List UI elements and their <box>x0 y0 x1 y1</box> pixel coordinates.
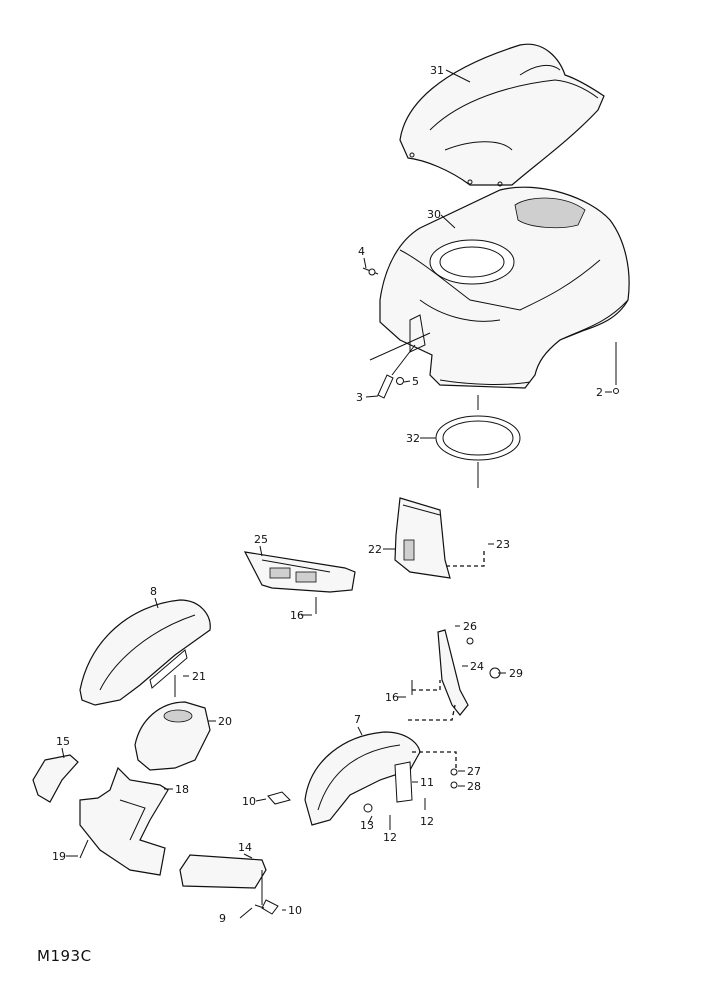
fastener-part-4 <box>362 267 379 276</box>
callout-18: 18 <box>175 783 189 796</box>
clip-part-15 <box>32 754 79 803</box>
panel-part-14 <box>179 854 279 919</box>
top-cover-part-31 <box>399 43 605 187</box>
callout-22: 22 <box>368 543 382 556</box>
callout-10-b: 10 <box>288 904 302 917</box>
pin-part-3 <box>377 374 404 399</box>
callout-28: 28 <box>467 780 481 793</box>
tray-part-25 <box>243 551 356 593</box>
callout-13: 13 <box>360 819 374 832</box>
callout-14: 14 <box>238 841 252 854</box>
callout-25: 25 <box>254 533 268 546</box>
callout-10-a: 10 <box>242 795 256 808</box>
bracket-part-11 <box>394 761 413 803</box>
callout-9: 9 <box>219 912 226 925</box>
callout-24: 24 <box>470 660 484 673</box>
callout-11: 11 <box>420 776 434 789</box>
hood-part-30 <box>379 186 630 389</box>
callout-27: 27 <box>467 765 481 778</box>
callout-12-a: 12 <box>420 815 434 828</box>
callout-labels: 31 30 4 5 3 2 32 25 22 23 16 8 21 20 15 … <box>52 64 603 925</box>
callout-30: 30 <box>427 208 441 221</box>
callout-5: 5 <box>412 375 419 388</box>
callout-16-a: 16 <box>290 609 304 622</box>
callout-15: 15 <box>56 735 70 748</box>
leader-lines <box>61 69 612 911</box>
strut-part-24 <box>437 629 501 716</box>
diagram-code-label: M193C <box>37 947 92 965</box>
callout-26: 26 <box>463 620 477 633</box>
screw-part-2 <box>613 342 619 394</box>
callout-31: 31 <box>430 64 444 77</box>
callout-2: 2 <box>596 386 603 399</box>
callout-23: 23 <box>496 538 510 551</box>
callout-16-b: 16 <box>385 691 399 704</box>
callout-20: 20 <box>218 715 232 728</box>
callout-29: 29 <box>509 667 523 680</box>
callout-32: 32 <box>406 432 420 445</box>
callout-21: 21 <box>192 670 206 683</box>
front-shield-part-18 <box>79 766 169 876</box>
callout-3: 3 <box>356 391 363 404</box>
callout-19: 19 <box>52 850 66 863</box>
ring-gasket-part-32 <box>435 395 521 488</box>
bracket-housing-part-22 <box>394 497 451 579</box>
callout-8: 8 <box>150 585 157 598</box>
callout-4: 4 <box>358 245 365 258</box>
callout-12-b: 12 <box>383 831 397 844</box>
callout-7: 7 <box>354 713 361 726</box>
console-part-20 <box>134 675 211 771</box>
rear-fender-part-8 <box>79 599 211 706</box>
